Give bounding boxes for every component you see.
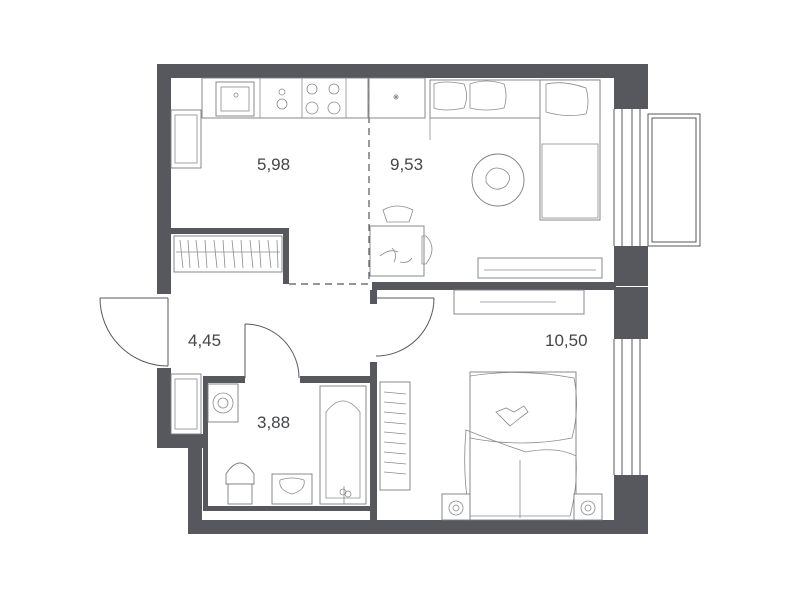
bedroom-door bbox=[375, 297, 435, 357]
stove-icon bbox=[305, 83, 341, 115]
fridge bbox=[368, 77, 426, 119]
washing-machine bbox=[207, 383, 239, 423]
bed bbox=[464, 371, 577, 521]
wardrobe bbox=[173, 235, 283, 273]
washbasin bbox=[271, 473, 352, 505]
bathroom-door bbox=[244, 323, 300, 379]
entrance-door bbox=[99, 297, 169, 367]
room-area-bathroom: 3,88 bbox=[257, 413, 290, 432]
dining-table bbox=[369, 205, 433, 277]
bedroom-tv bbox=[453, 289, 585, 315]
balcony bbox=[647, 113, 701, 247]
inner-walls bbox=[171, 80, 616, 522]
sink-icon bbox=[215, 81, 255, 117]
sofa bbox=[429, 79, 601, 221]
window-bedroom bbox=[613, 339, 641, 475]
toilet bbox=[225, 462, 255, 505]
bedroom-wardrobe bbox=[379, 381, 411, 491]
nightstand-right bbox=[573, 493, 603, 521]
bathroom-radiator bbox=[170, 373, 202, 435]
window-living bbox=[613, 109, 641, 246]
kitchen-radiator bbox=[170, 109, 202, 169]
nightstand-left bbox=[441, 493, 471, 521]
tv-stand bbox=[477, 257, 603, 279]
outer-walls bbox=[157, 64, 648, 534]
room-area-bedroom: 10,50 bbox=[545, 331, 588, 350]
room-area-hall: 4,45 bbox=[188, 331, 221, 350]
coffee-table bbox=[471, 153, 525, 207]
bathtub bbox=[319, 385, 367, 505]
faucet-icon bbox=[276, 88, 288, 110]
room-area-kitchen: 5,98 bbox=[257, 155, 290, 174]
room-area-living: 9,53 bbox=[390, 155, 423, 174]
